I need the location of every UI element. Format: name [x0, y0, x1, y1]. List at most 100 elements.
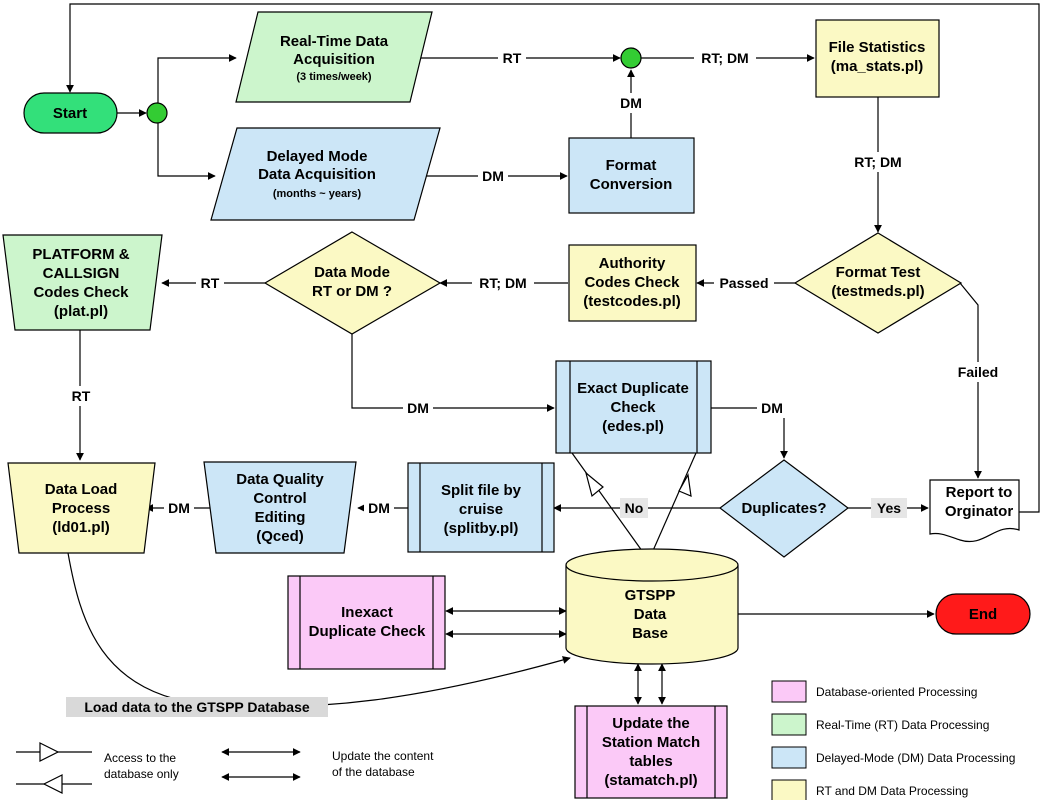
dm-acq-line3: (months ~ years)	[273, 188, 362, 200]
dqc-line2: Control	[253, 490, 306, 507]
junction-to-rt-edge	[157, 54, 237, 113]
access-line-1	[571, 452, 651, 563]
legend-label: Real-Time (RT) Data Processing	[816, 718, 989, 732]
legend-swatch	[771, 680, 807, 703]
authority-codes-node: Authority Codes Check (testcodes.pl)	[568, 244, 697, 322]
data-mode-line2: RT or DM ?	[312, 283, 392, 300]
end-node: End	[935, 593, 1031, 635]
data-quality-node: Data Quality Control Editing (Qced)	[203, 461, 357, 554]
junction-to-dm-edge	[157, 113, 216, 180]
authority-line1: Authority	[599, 255, 666, 272]
report-line2: Orginator	[945, 503, 1013, 520]
authority-line3: (testcodes.pl)	[583, 293, 681, 310]
dm-acquisition-node: Delayed Mode Data Acquisition (months ~ …	[210, 127, 441, 221]
legend-label: Database-oriented Processing	[816, 685, 977, 699]
format-test-line2: (testmeds.pl)	[831, 283, 924, 300]
formattest-to-report-edge	[959, 282, 982, 479]
edge-label-yes: Yes	[877, 500, 901, 516]
inexact-duplicate-node: Inexact Duplicate Check	[287, 575, 446, 670]
rt-acq-line1: Real-Time Data	[280, 33, 389, 50]
edge-label-rtdm-left: RT; DM	[479, 275, 526, 291]
edge-label-no: No	[625, 500, 644, 516]
access-legend-line1-text: Access to the	[104, 751, 176, 765]
split-line3: (splitby.pl)	[444, 520, 519, 537]
format-conv-line2: Conversion	[590, 176, 673, 193]
edge-label-dm-load: DM	[168, 500, 190, 516]
file-statistics-node: File Statistics (ma_stats.pl)	[815, 19, 940, 98]
report-node: Report to Orginator	[929, 479, 1020, 543]
edge-label-dm-from-dup: DM	[761, 400, 783, 416]
platform-line4: (plat.pl)	[54, 303, 108, 320]
station-match-node: Update the Station Match tables (stamatc…	[574, 705, 728, 799]
data-mode-line1: Data Mode	[314, 264, 390, 281]
edge-label-load-data: Load data to the GTSPP Database	[84, 699, 310, 715]
edge-label-dm-to-dup: DM	[407, 400, 429, 416]
end-label: End	[969, 606, 997, 623]
file-stats-line2: (ma_stats.pl)	[831, 58, 924, 75]
start-label: Start	[53, 105, 87, 122]
report-line1: Report to	[946, 484, 1013, 501]
inexact-line1: Inexact	[341, 604, 393, 621]
datamode-to-exactdup-edge	[351, 334, 555, 412]
access-legend-arrow-1	[39, 742, 60, 762]
access-arrowhead-1	[584, 471, 604, 498]
edge-label-dm-up: DM	[620, 95, 642, 111]
exact-dup-line2: Check	[610, 399, 656, 416]
stamatch-line4: (stamatch.pl)	[604, 772, 697, 789]
legend-swatch	[771, 779, 807, 800]
data-load-line1: Data Load	[45, 481, 118, 498]
edge-label-rtdm-top: RT; DM	[701, 50, 748, 66]
dqc-line1: Data Quality	[236, 471, 324, 488]
format-test-line1: Format Test	[836, 264, 921, 281]
edge-label-rt-left: RT	[201, 275, 220, 291]
file-stats-line1: File Statistics	[829, 39, 926, 56]
access-arrowhead-2	[678, 473, 692, 497]
split-line2: cruise	[459, 501, 503, 518]
access-line-2	[647, 452, 697, 563]
update-legend-line1-text: Update the content	[332, 749, 434, 763]
access-legend-arrow-2	[42, 774, 63, 794]
exact-duplicate-node: Exact Duplicate Check (edes.pl)	[555, 360, 712, 454]
edge-label-dm-mid: DM	[482, 168, 504, 184]
exact-dup-line1: Exact Duplicate	[577, 380, 689, 397]
format-conversion-node: Format Conversion	[568, 137, 695, 214]
gtspp-line1: GTSPP	[625, 587, 676, 604]
arrow-legend: Access to the database only Update the c…	[16, 742, 434, 794]
edge-label-passed: Passed	[719, 275, 768, 291]
junction-start	[146, 102, 168, 124]
legend-label: Delayed-Mode (DM) Data Processing	[816, 751, 1015, 765]
junction-merge	[620, 47, 642, 69]
data-load-line2: Process	[52, 500, 110, 517]
loop-to-start-edge	[66, 3, 1040, 513]
format-test-node: Format Test (testmeds.pl)	[793, 232, 963, 334]
inexact-line2: Duplicate Check	[309, 623, 426, 640]
access-legend-line2-text: database only	[104, 767, 179, 781]
rt-acquisition-node: Real-Time Data Acquisition (3 times/week…	[235, 11, 433, 103]
gtspp-database-node: GTSPP Data Base	[565, 548, 739, 665]
dqc-line4: (Qced)	[256, 528, 304, 545]
platform-callsign-node: PLATFORM & CALLSIGN Codes Check (plat.pl…	[2, 234, 163, 331]
dqc-line3: Editing	[255, 509, 306, 526]
edge-label-rt-top: RT	[503, 50, 522, 66]
gtspp-line2: Data	[634, 606, 667, 623]
dm-acq-line2: Data Acquisition	[258, 166, 376, 183]
edge-labels: RT RT; DM DM DM RT; DM Passed RT; DM RT …	[66, 48, 1004, 717]
data-load-line3: (ld01.pl)	[52, 519, 110, 536]
legend-swatch	[771, 746, 807, 769]
rt-acq-line3: (3 times/week)	[296, 71, 372, 83]
authority-line2: Codes Check	[584, 274, 680, 291]
rt-acq-line2: Acquisition	[293, 51, 375, 68]
edge-label-rtdm-right: RT; DM	[854, 154, 901, 170]
data-load-node: Data Load Process (ld01.pl)	[7, 462, 156, 554]
split-file-node: Split file by cruise (splitby.pl)	[407, 462, 555, 553]
split-line1: Split file by	[441, 482, 522, 499]
start-node: Start	[23, 92, 118, 134]
legend-label: RT and DM Data Processing	[816, 784, 968, 798]
duplicates-label: Duplicates?	[741, 500, 826, 517]
platform-line1: PLATFORM &	[32, 246, 129, 263]
gtspp-line3: Base	[632, 625, 668, 642]
edge-label-rt-down: RT	[72, 388, 91, 404]
legend-swatch	[771, 713, 807, 736]
dm-acq-line1: Delayed Mode	[267, 148, 368, 165]
